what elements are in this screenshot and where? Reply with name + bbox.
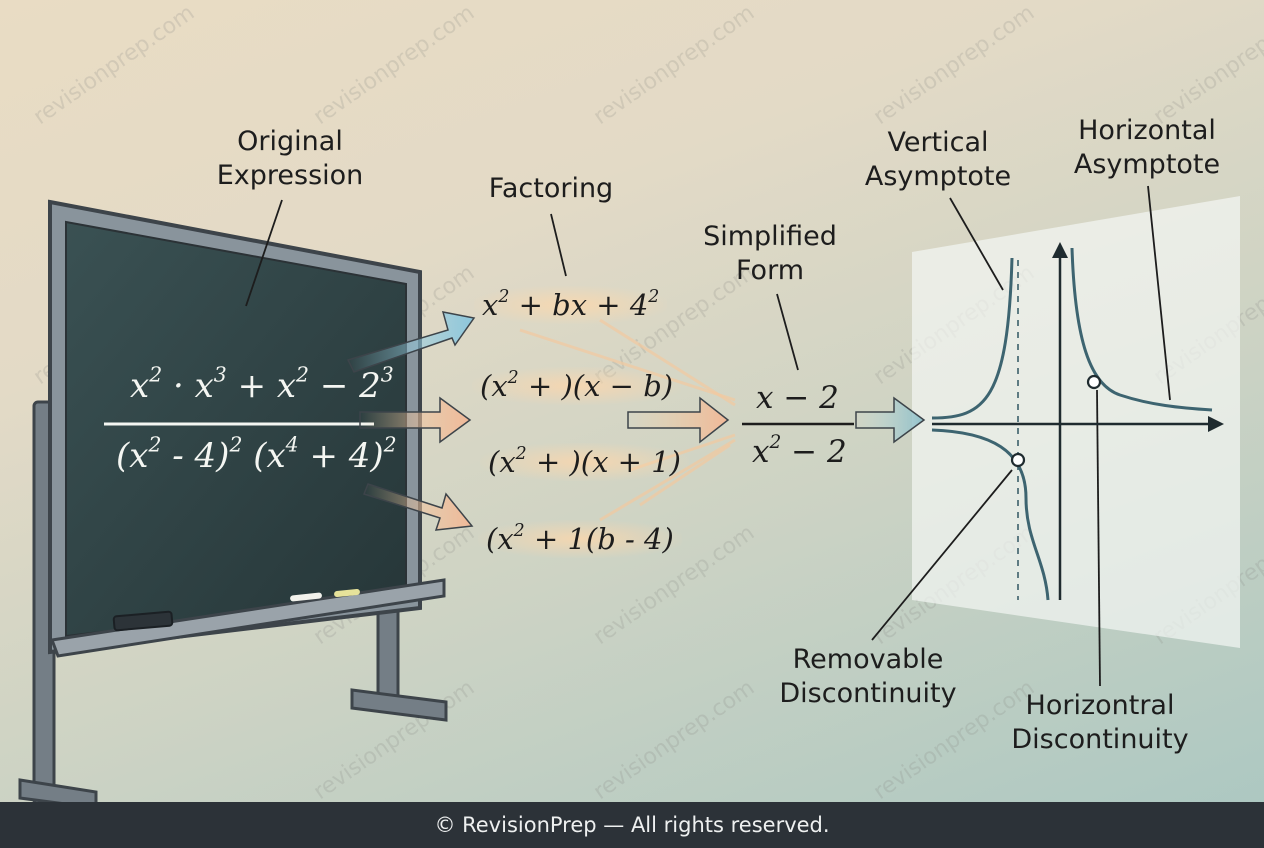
watermark-text: revisionprep.com	[1149, 0, 1264, 130]
factoring-step-4: (x2 + 1(b - 4)	[478, 520, 682, 558]
label-original-expression-text: Original Expression	[216, 126, 364, 191]
watermark-text: revisionprep.com	[589, 675, 759, 805]
label-horizontal-discontinuity: Horizontral Discontinuity	[1002, 689, 1198, 757]
label-horizontal-discontinuity-text: Horizontral Discontinuity	[1011, 690, 1189, 755]
arrow-to-graph	[855, 396, 926, 444]
eraser	[112, 610, 174, 632]
curve-right	[1070, 247, 1213, 412]
chalk-yellow	[334, 588, 360, 598]
watermark-text: revisionprep.com	[309, 0, 479, 130]
factoring-step-3: (x2 + )(x + 1)	[480, 443, 689, 481]
label-removable-discontinuity: Removable Discontinuity	[770, 643, 966, 711]
simplified-denominator: x2 − 2	[752, 432, 847, 470]
factoring-step-2: (x2 + )(x − b)	[472, 367, 682, 405]
horizontal-discontinuity-point	[1086, 374, 1102, 390]
board-denominator: (x2 - 4)2 (x4 + 4)2	[116, 432, 397, 476]
label-simplified-form: Simplified Form	[680, 220, 860, 288]
curve-left-lower	[931, 428, 1050, 601]
label-horizontal-asymptote-text: Horizontal Asymptote	[1073, 115, 1221, 180]
x-axis-arrowhead	[1208, 416, 1224, 432]
label-original-expression: Original Expression	[190, 125, 390, 193]
y-axis-arrowhead	[1052, 242, 1068, 258]
label-factoring: Factoring	[460, 172, 642, 206]
footer-text: © RevisionPrep — All rights reserved.	[434, 813, 830, 837]
label-factoring-text: Factoring	[488, 173, 614, 204]
board-numerator: x2 · x3 + x2 − 23	[130, 362, 394, 406]
label-horizontal-asymptote: Horizontal Asymptote	[1054, 114, 1240, 182]
chalkboard	[48, 199, 446, 658]
graph-panel	[912, 196, 1240, 648]
chalk-tray	[49, 578, 446, 658]
leader-lines	[245, 185, 1171, 687]
arrows-board-to-factoring	[346, 311, 476, 531]
curves	[931, 247, 1213, 601]
removable-discontinuity-point	[1010, 452, 1026, 468]
label-vertical-asymptote-text: Vertical Asymptote	[864, 127, 1012, 192]
simplified-numerator: x − 2	[756, 380, 839, 416]
factoring-step-1: x2 + bx + 42	[474, 286, 668, 324]
watermark-text: revisionprep.com	[29, 0, 199, 130]
graph	[931, 242, 1224, 601]
curve-left-upper	[931, 257, 1014, 420]
label-removable-discontinuity-text: Removable Discontinuity	[779, 644, 957, 709]
footer: © RevisionPrep — All rights reserved.	[0, 802, 1264, 848]
label-vertical-asymptote: Vertical Asymptote	[850, 126, 1026, 194]
arrow-to-simplified	[627, 396, 730, 444]
watermark-text: revisionprep.com	[589, 0, 759, 130]
chalk-white	[290, 592, 322, 602]
watermark-text: revisionprep.com	[869, 0, 1039, 130]
label-simplified-form-text: Simplified Form	[703, 221, 837, 286]
